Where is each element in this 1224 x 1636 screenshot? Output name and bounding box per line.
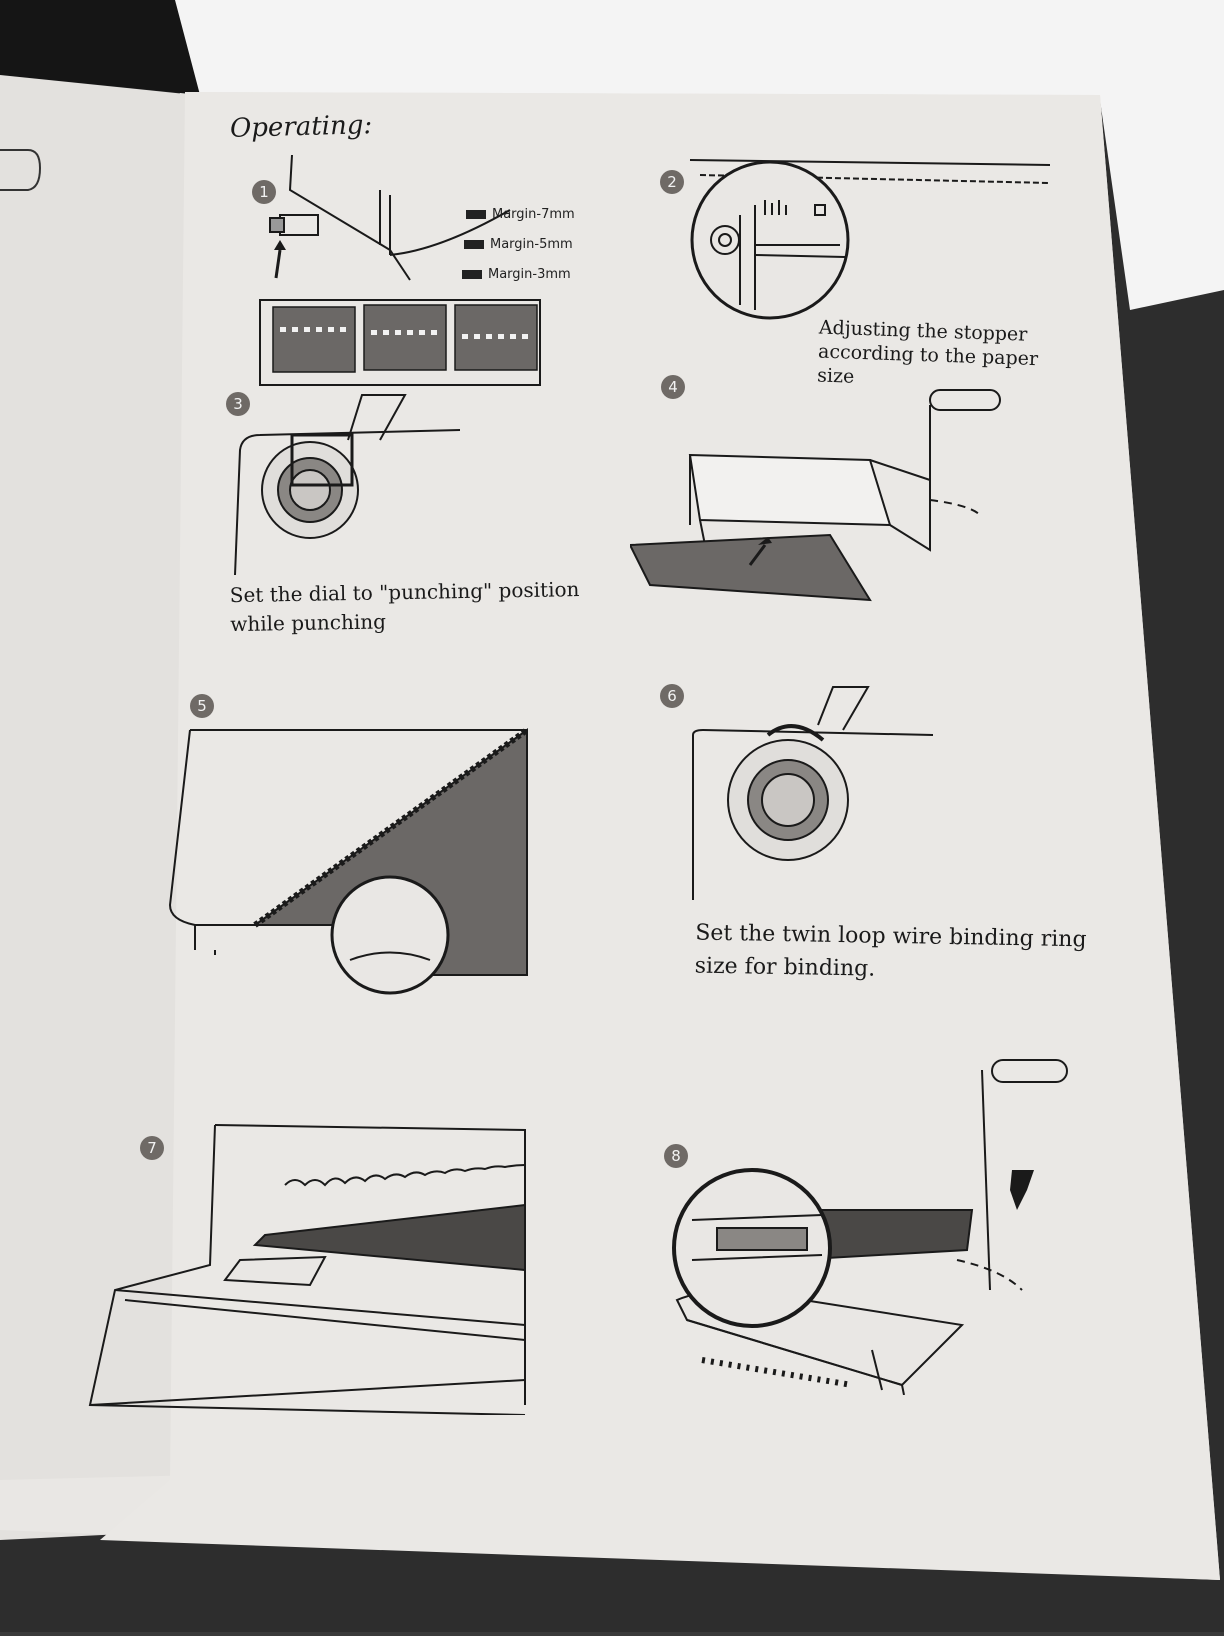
page-title: Operating: [229, 110, 373, 144]
step-2-illustration [689, 159, 1050, 320]
step-5-illustration [168, 727, 529, 995]
step-6-illustration [692, 686, 934, 900]
step-badge: 8 [664, 1144, 688, 1168]
margin-label: Margin-3mm [462, 267, 571, 282]
margin-label: Margin-7mm [466, 207, 575, 222]
step-badge: 6 [660, 684, 684, 708]
step-badge: 5 [190, 694, 214, 718]
step-1-illustration [259, 154, 541, 386]
step-3-caption: Set the dial to "punching" position whil… [229, 577, 580, 637]
step-badge: 7 [140, 1136, 164, 1160]
step-4-illustration [630, 389, 1001, 602]
step-badge: 3 [226, 392, 250, 416]
step-6-caption: Set the twin loop wire binding ring size… [694, 920, 1087, 982]
step-badge: 1 [252, 180, 276, 204]
step-3-illustration [234, 394, 461, 576]
step-badge: 2 [660, 170, 684, 194]
step-7-illustration [88, 1124, 526, 1415]
step-badge: 4 [661, 375, 685, 399]
margin-label: Margin-5mm [464, 237, 573, 252]
step-8-illustration [672, 1059, 1068, 1395]
